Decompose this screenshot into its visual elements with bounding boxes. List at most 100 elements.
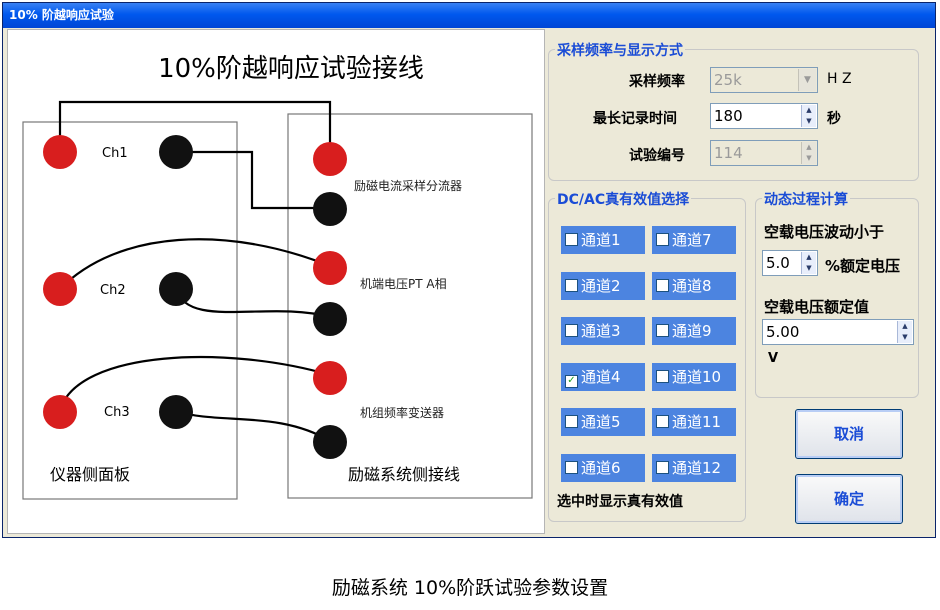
channel-checkbox-2[interactable]: 通道2 bbox=[561, 271, 645, 300]
checkbox-unchecked-icon[interactable] bbox=[656, 278, 669, 292]
instrument-panel-box bbox=[22, 121, 238, 500]
wiring-diagram: 10%阶越响应试验接线 bbox=[7, 29, 545, 534]
sampling-group: 采样频率与显示方式 采样频率 25k ▼ H Z 最长记录时间 180 ▲▼ 秒… bbox=[548, 40, 919, 181]
wire-ch1-red bbox=[58, 100, 332, 158]
channel-label: 通道9 bbox=[672, 322, 712, 340]
fluct-spinner[interactable]: ▲▼ bbox=[801, 252, 816, 274]
spin-down-icon[interactable]: ▼ bbox=[806, 154, 812, 162]
chevron-down-icon[interactable]: ▼ bbox=[798, 69, 816, 91]
ch3-black-terminal bbox=[159, 395, 193, 429]
channel-label: 通道11 bbox=[672, 413, 722, 431]
window-title: 10% 阶越响应试验 bbox=[9, 8, 114, 22]
spin-up-icon[interactable]: ▲ bbox=[806, 106, 812, 114]
wire-ch1-black bbox=[174, 150, 330, 210]
spin-down-icon[interactable]: ▼ bbox=[902, 333, 908, 341]
fluct-unit: %额定电压 bbox=[825, 257, 901, 275]
spin-up-icon[interactable]: ▲ bbox=[806, 143, 812, 151]
channel-checkbox-5[interactable]: 通道5 bbox=[561, 408, 645, 436]
ch3-red-terminal bbox=[43, 395, 77, 429]
instrument-panel-label: 仪器侧面板 bbox=[50, 465, 130, 484]
test-number-label: 试验编号 bbox=[629, 148, 685, 164]
fluct-input[interactable]: 5.0 ▲▼ bbox=[762, 250, 818, 276]
checkbox-unchecked-icon[interactable] bbox=[656, 324, 669, 337]
sampling-freq-select[interactable]: 25k ▼ bbox=[710, 67, 818, 93]
channel-label: Ch1 bbox=[102, 146, 128, 161]
channel-label: 通道7 bbox=[672, 231, 712, 249]
channel-label: Ch3 bbox=[104, 405, 130, 420]
channel-checkbox-4[interactable]: ✓通道4 bbox=[561, 362, 645, 391]
channel-checkbox-12[interactable]: 通道12 bbox=[652, 453, 736, 482]
shunt-black-terminal bbox=[313, 192, 347, 226]
wire-ch3-black bbox=[175, 409, 331, 442]
channel-label: 通道4 bbox=[581, 367, 621, 386]
exciter-panel-label: 励磁系统侧接线 bbox=[348, 465, 460, 484]
checkbox-unchecked-icon[interactable] bbox=[565, 278, 578, 292]
fluct-label: 空载电压波动小于 bbox=[764, 223, 885, 241]
max-time-value: 180 bbox=[714, 107, 743, 125]
checkbox-unchecked-icon[interactable] bbox=[656, 415, 669, 428]
terminal-label: 励磁电流采样分流器 bbox=[354, 178, 462, 193]
channel-checkbox-7[interactable]: 通道7 bbox=[652, 226, 736, 254]
ch1-black-terminal bbox=[159, 135, 193, 169]
max-time-unit: 秒 bbox=[827, 111, 841, 127]
spin-up-icon[interactable]: ▲ bbox=[806, 253, 812, 261]
dialog-window: 10% 阶越响应试验 10%阶越响应试验接线 bbox=[2, 2, 936, 538]
wire-ch2-black bbox=[174, 288, 331, 319]
channel-checkbox-8[interactable]: 通道8 bbox=[652, 271, 736, 300]
checkbox-unchecked-icon[interactable] bbox=[656, 233, 669, 246]
test-number-spinner[interactable]: ▲▼ bbox=[801, 142, 816, 164]
cancel-button[interactable]: 取消 bbox=[795, 409, 903, 459]
wires bbox=[58, 100, 332, 442]
checkbox-unchecked-icon[interactable] bbox=[656, 460, 669, 474]
freq-red-terminal bbox=[313, 361, 347, 395]
channel-label: 通道8 bbox=[672, 276, 712, 295]
wire-ch2-red bbox=[59, 238, 331, 290]
pt-red-terminal bbox=[313, 251, 347, 285]
test-number-value: 114 bbox=[714, 144, 743, 162]
exciter-panel-box bbox=[287, 113, 533, 499]
spin-up-icon[interactable]: ▲ bbox=[902, 322, 908, 330]
checkbox-unchecked-icon[interactable] bbox=[565, 324, 578, 337]
channel-label: 通道1 bbox=[581, 231, 621, 249]
spin-down-icon[interactable]: ▼ bbox=[806, 264, 812, 272]
max-time-spinner[interactable]: ▲▼ bbox=[801, 105, 816, 127]
diagram-title: 10%阶越响应试验接线 bbox=[158, 54, 424, 84]
max-time-input[interactable]: 180 ▲▼ bbox=[710, 103, 818, 129]
channel-label: 通道10 bbox=[672, 367, 722, 386]
ch2-black-terminal bbox=[159, 272, 193, 306]
checkbox-unchecked-icon[interactable] bbox=[656, 369, 669, 383]
channel-checkbox-6[interactable]: 通道6 bbox=[561, 453, 645, 482]
channel-checkbox-11[interactable]: 通道11 bbox=[652, 408, 736, 436]
dcac-group-title: DC/AC真有效值选择 bbox=[555, 189, 692, 209]
sampling-freq-unit: H Z bbox=[827, 71, 852, 87]
max-time-label: 最长记录时间 bbox=[593, 111, 677, 127]
terminal-label: 机组频率变送器 bbox=[360, 405, 444, 420]
checkbox-checked-icon[interactable]: ✓ bbox=[565, 374, 578, 388]
spin-down-icon[interactable]: ▼ bbox=[806, 117, 812, 125]
ch2-red-terminal bbox=[43, 272, 77, 306]
wire-ch3-red bbox=[58, 355, 331, 411]
rated-spinner[interactable]: ▲▼ bbox=[897, 321, 912, 343]
channel-checkbox-10[interactable]: 通道10 bbox=[652, 362, 736, 391]
ch1-red-terminal bbox=[43, 135, 77, 169]
channel-checkbox-1[interactable]: 通道1 bbox=[561, 226, 645, 254]
dcac-note: 选中时显示真有效值 bbox=[557, 494, 683, 510]
checkbox-unchecked-icon[interactable] bbox=[565, 233, 578, 246]
title-bar: 10% 阶越响应试验 bbox=[3, 3, 935, 28]
checkbox-unchecked-icon[interactable] bbox=[565, 460, 578, 474]
channel-checkbox-9[interactable]: 通道9 bbox=[652, 317, 736, 345]
checkbox-unchecked-icon[interactable] bbox=[565, 415, 578, 428]
ok-button[interactable]: 确定 bbox=[795, 474, 903, 524]
freq-black-terminal bbox=[313, 425, 347, 459]
channel-checkbox-3[interactable]: 通道3 bbox=[561, 317, 645, 345]
fluct-value: 5.0 bbox=[766, 254, 790, 272]
channel-label: 通道3 bbox=[581, 322, 621, 340]
rated-unit: V bbox=[768, 351, 779, 366]
channel-label: 通道6 bbox=[581, 458, 621, 477]
rated-input[interactable]: 5.00 ▲▼ bbox=[762, 319, 914, 345]
sampling-group-title: 采样频率与显示方式 bbox=[555, 40, 685, 60]
channel-label: Ch2 bbox=[100, 283, 126, 298]
sampling-freq-value: 25k bbox=[714, 71, 742, 89]
test-number-input[interactable]: 114 ▲▼ bbox=[710, 140, 818, 166]
dynamic-group-title: 动态过程计算 bbox=[762, 189, 850, 209]
